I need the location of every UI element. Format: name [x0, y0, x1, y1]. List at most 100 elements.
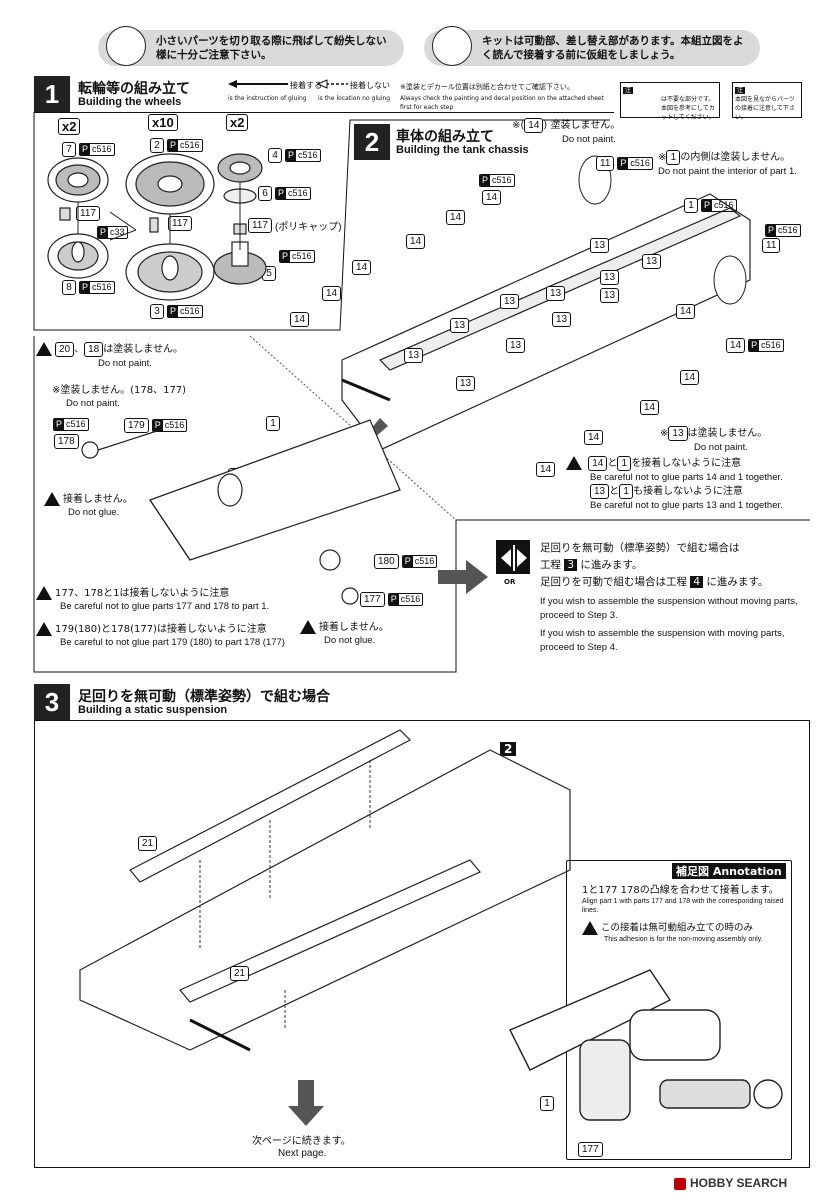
part-178: 178 — [54, 434, 79, 449]
part-13: 13 — [642, 254, 662, 269]
warning-icon — [300, 620, 316, 634]
part-14: 14 — [322, 286, 342, 301]
tip-bubble-right: キットは可動部、差し替え部があります。本組立図をよく読んで接着する前に仮組をしま… — [424, 26, 760, 66]
warning-icon — [44, 492, 60, 506]
step3-number: 3 — [34, 684, 70, 720]
caution-glue-text: 本図を見ながらパーツの接着に注意して下さい。 — [735, 96, 795, 121]
part-13: 13 — [546, 286, 566, 301]
part-1: 1 — [266, 416, 280, 431]
step2-title-en: Building the tank chassis — [396, 144, 529, 156]
warning-177-178-1: 177、178と1は接着しないように注意 Be careful not to g… — [36, 586, 336, 613]
annotation-part-1: 1 — [540, 1096, 554, 1111]
step3-frame — [34, 720, 810, 1168]
part-21-a: 21 — [138, 836, 158, 851]
part-11-b: 11 — [762, 238, 781, 253]
part-14: 14 — [584, 430, 604, 445]
note-14: ※(14) 塗装しません。 Do not paint. — [512, 118, 621, 145]
mult-x10: x10 — [148, 114, 178, 131]
part-14: 14 — [290, 312, 310, 327]
suspension-detail-drawing — [81, 419, 401, 605]
caution-box-cut: 注 は不要な部分です。本図を参考にしてカットしてください。 — [620, 82, 720, 121]
part-13: 13 — [552, 312, 572, 327]
caution-cut-text: は不要な部分です。本図を参考にしてカットしてください。 — [661, 96, 715, 121]
next-page-jp: 次ページに続きます。 — [252, 1136, 351, 1147]
mascot-icon — [106, 26, 146, 66]
tip-bubble-left: 小さいパーツを切り取る際に飛ばして紛失しない様に十分ご注意下さい。 — [98, 26, 404, 66]
mult-x2-a: x2 — [58, 118, 81, 135]
or-icon — [496, 540, 530, 574]
part-14: 14 — [640, 400, 660, 415]
paint-note-en: Always check the painting and decal posi… — [400, 95, 604, 111]
part-14: 14 — [352, 260, 372, 275]
wheels-drawing — [47, 153, 267, 301]
annotation-drawing — [509, 969, 783, 1121]
part-14: 14 — [536, 462, 556, 477]
part-13: 13 — [500, 294, 520, 309]
paint-note-jp: ※塗装とデカール位置は別紙と合わせてご確認下さい。 — [400, 83, 574, 91]
part-117-b: 117 — [168, 216, 192, 231]
step1-number: 1 — [34, 76, 70, 112]
static-suspension-drawing — [79, 729, 571, 1052]
mascot-icon — [432, 26, 472, 66]
part-13: 13 — [450, 318, 470, 333]
hobby-search-watermark: HOBBY SEARCH — [674, 1176, 787, 1190]
step2-number: 2 — [354, 124, 390, 160]
noglue-arrow-icon — [316, 79, 348, 89]
warning-icon — [582, 921, 598, 935]
part-117-polycap: 117(ポリキャップ) — [248, 218, 342, 233]
warning-icon — [36, 342, 52, 356]
or-label: OR — [504, 578, 516, 586]
part-14: 14 — [676, 304, 696, 319]
caution-box-glue: 注 本図を見ながらパーツの接着に注意して下さい。 — [732, 82, 802, 121]
part-13: 13 — [506, 338, 526, 353]
glue-arrow-icon — [228, 80, 288, 88]
step3-title-jp: 足回りを無可動（標準姿勢）で組む場合 — [78, 689, 330, 705]
legend-glue-jp: 接着する — [290, 81, 322, 90]
warning-icon — [36, 586, 52, 600]
step1-border — [33, 112, 610, 331]
annotation-text: 1と177 178の凸線を合わせて接着します。 Align part 1 wit… — [582, 885, 784, 943]
annotation-part-177: 177 — [578, 1142, 603, 1157]
part-14: 14 — [406, 234, 426, 249]
part-14: 14 — [680, 370, 700, 385]
part-14: 14 — [446, 210, 466, 225]
noglue-note-a: 接着しません。 Do not glue. — [44, 492, 133, 519]
noglue-note-b: 接着しません。 Do not glue. — [300, 620, 389, 647]
down-arrow-icon — [288, 1080, 324, 1126]
step3-title-en: Building a static suspension — [78, 704, 228, 716]
legend-glue-en: is the instruction of gluing — [228, 95, 307, 102]
part-13: 13 — [456, 376, 476, 391]
part-117-a: 117 — [76, 206, 100, 221]
part-13: 13 — [600, 270, 620, 285]
caution-label: 注 — [735, 87, 746, 94]
legend-noglue-en: is the location no gluing — [318, 95, 391, 102]
tip-right-text: キットは可動部、差し替え部があります。本組立図をよく読んで接着する前に仮組をしま… — [482, 35, 744, 61]
annotation-title: 補足図 Annotation — [672, 863, 786, 879]
choice-text: 足回りを無可動（標準姿勢）で組む場合は 工程 3 に進みます。 足回りを可動で組… — [540, 542, 798, 653]
step3-ref-step: 2 — [500, 742, 517, 756]
mult-x2-b: x2 — [226, 114, 249, 131]
caution-label: 注 — [623, 87, 634, 94]
hobby-search-logo-icon — [674, 1177, 686, 1190]
warning-icon — [36, 622, 52, 636]
part-13: 13 — [590, 238, 610, 253]
